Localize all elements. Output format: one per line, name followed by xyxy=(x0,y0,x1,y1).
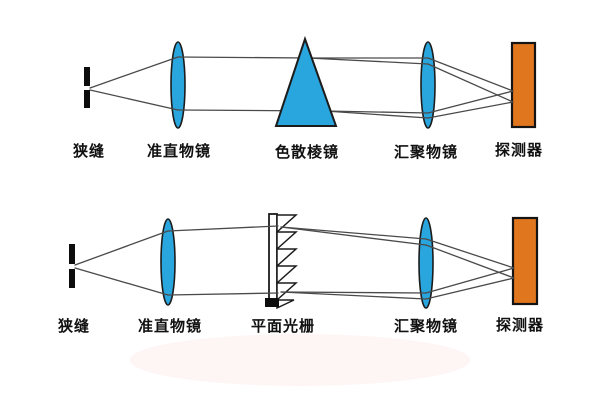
detector-icon xyxy=(511,216,539,306)
grating-bottom-cap xyxy=(265,298,279,307)
slit-bar xyxy=(69,269,75,288)
ray-line xyxy=(74,267,169,296)
ray-line xyxy=(427,57,514,92)
label-collimating-lens: 准直物镜 xyxy=(138,317,202,335)
grating-tooth xyxy=(276,214,298,234)
slit-bar xyxy=(84,90,90,108)
ray-line xyxy=(307,57,429,65)
label-dispersing-prism: 色散棱镜 xyxy=(275,143,339,161)
grating-bar xyxy=(268,213,278,305)
ray-line xyxy=(74,230,169,266)
slit-icon xyxy=(84,67,90,108)
grating-tooth xyxy=(276,265,298,285)
label-plane-grating: 平面光栅 xyxy=(251,317,315,335)
ray-line xyxy=(427,63,514,103)
ray-line xyxy=(280,226,427,240)
label-slit: 狭缝 xyxy=(57,317,90,335)
ray-line xyxy=(89,56,179,89)
ray-line xyxy=(280,226,427,246)
grating-tooth xyxy=(276,248,298,268)
watermark-smudge xyxy=(130,334,470,386)
label-slit: 狭缝 xyxy=(72,142,105,160)
ray-line xyxy=(167,292,279,296)
prism-spectrometer-diagram: 狭缝 准直物镜 色散棱镜 汇聚物镜 探测器 xyxy=(72,35,543,161)
ray-line xyxy=(427,101,514,119)
ray-line xyxy=(425,277,515,300)
collimating-lens-icon xyxy=(160,218,176,306)
grating-spectrometer-diagram: 狭缝 准直物镜 平面光栅 汇聚物镜 探测器 xyxy=(57,213,544,335)
bottom-light-rays xyxy=(74,225,515,300)
ray-line xyxy=(177,56,309,59)
label-converging-lens: 汇聚物镜 xyxy=(394,317,458,335)
detector-icon xyxy=(510,41,537,129)
slit-bar xyxy=(84,67,90,86)
label-detector: 探测器 xyxy=(496,316,544,334)
ray-line xyxy=(280,291,427,300)
ray-line xyxy=(167,225,279,232)
plane-grating-icon xyxy=(265,213,298,310)
ray-line xyxy=(324,110,429,119)
slit-icon xyxy=(69,244,75,288)
grating-tooth xyxy=(276,231,298,251)
label-collimating-lens: 准直物镜 xyxy=(147,142,211,160)
collimating-lens-icon xyxy=(170,41,186,129)
ray-line xyxy=(280,291,427,294)
grating-tooth xyxy=(276,299,295,310)
ray-line xyxy=(324,110,429,114)
label-converging-lens: 汇聚物镜 xyxy=(394,143,458,161)
ray-line xyxy=(425,244,515,279)
ray-line xyxy=(427,90,514,114)
converging-lens-icon xyxy=(420,41,436,129)
ray-line xyxy=(89,89,179,111)
ray-line xyxy=(425,238,515,269)
slit-bar xyxy=(69,244,75,264)
converging-lens-icon xyxy=(418,217,434,309)
top-light-rays xyxy=(89,56,514,119)
label-detector: 探测器 xyxy=(495,141,543,159)
dispersing-prism-icon xyxy=(274,35,338,127)
ray-line xyxy=(425,267,515,294)
